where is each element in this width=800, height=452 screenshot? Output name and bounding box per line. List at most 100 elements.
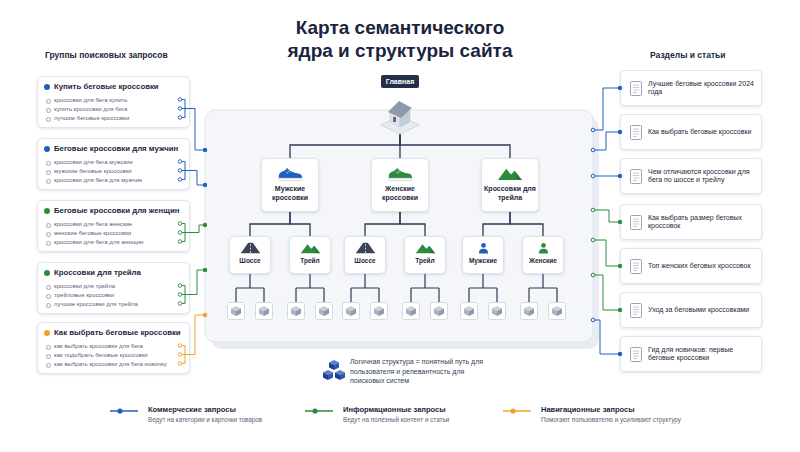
leader-dot xyxy=(178,222,182,226)
leader-dot xyxy=(178,107,182,111)
doc-sheet xyxy=(631,170,642,184)
query-group-card: Беговые кроссовки для мужчин кроссовки дл… xyxy=(37,138,190,190)
leaf-page xyxy=(343,303,360,320)
structure-icon xyxy=(323,360,345,380)
mountain-shade xyxy=(429,246,435,254)
doc-sheet xyxy=(631,82,642,96)
doc-sheet xyxy=(631,348,642,362)
leader-dot xyxy=(178,169,182,173)
mountain-icon xyxy=(415,242,436,254)
leaf-page xyxy=(431,303,448,320)
legend-text: Навигационные запросы xyxy=(541,405,635,415)
leader-dot xyxy=(178,344,182,348)
leaf-page xyxy=(256,303,273,320)
road-marking xyxy=(250,244,251,253)
leaf-page xyxy=(461,303,478,320)
search-query: кроссовки для бега женские xyxy=(54,220,173,229)
leaf-wire xyxy=(351,274,379,302)
person-head xyxy=(541,243,546,248)
person-icon xyxy=(537,242,550,254)
person-icon xyxy=(477,242,490,254)
leaf-page xyxy=(549,303,566,320)
leaf-wires xyxy=(236,274,557,302)
tree-connector xyxy=(400,132,510,158)
search-query: кроссовки для бега для мужчин xyxy=(54,176,173,185)
doc-lines xyxy=(633,307,639,315)
tree-connector xyxy=(400,212,425,236)
doc-lines xyxy=(633,173,639,181)
search-query: кроссовки для бега для женщин xyxy=(54,238,173,247)
query-group-card: Как выбрать беговые кроссовкикак выбрать… xyxy=(37,322,190,374)
diagram-title: Карта семантического ядра и структуры са… xyxy=(272,16,528,62)
tree-connector xyxy=(290,212,310,236)
leader-dot xyxy=(618,352,622,356)
group-dot xyxy=(44,84,50,90)
leader-dot xyxy=(618,174,622,178)
leader-line xyxy=(182,224,205,242)
structure-note: Логичная структура = понятный путь для п… xyxy=(350,357,490,386)
category-box: Женские кроссовки xyxy=(371,158,429,212)
leader-dot xyxy=(591,273,595,277)
doc-icon xyxy=(630,169,642,184)
article-card: Чем отличаются кроссовки для бега по шос… xyxy=(620,158,762,194)
doc-icon xyxy=(630,259,642,274)
subcategory-box: Трейл xyxy=(289,236,331,274)
legend-dot xyxy=(117,408,122,413)
shoe-icon xyxy=(277,166,303,181)
cube-icon xyxy=(323,370,333,380)
leaf-page xyxy=(521,303,538,320)
leader-line xyxy=(593,210,620,222)
group-dot xyxy=(44,208,50,214)
leader-line xyxy=(593,240,620,266)
legend-text: Коммерческие запросы xyxy=(148,405,236,415)
legend-text: Информационные запросы xyxy=(343,405,446,415)
legend-swatch xyxy=(305,406,335,416)
category-name: Кроссовки для трейла xyxy=(482,185,538,202)
article-dots xyxy=(591,86,622,356)
legend-dot xyxy=(510,408,515,413)
legend-entry: Информационные запросы xyxy=(305,405,446,415)
shoe-icon xyxy=(387,166,413,181)
leader-dot xyxy=(203,268,207,272)
doc-icon xyxy=(630,215,642,230)
group-heading: Как выбрать беговые кроссовки xyxy=(54,328,173,338)
tree-connector xyxy=(483,212,510,236)
leader-dot xyxy=(618,220,622,224)
category-name: Женские кроссовки xyxy=(372,185,428,202)
leaf-wire xyxy=(411,274,439,302)
category-name: Мужские кроссовки xyxy=(262,185,318,202)
leader-dot xyxy=(178,231,182,235)
mountain-shade xyxy=(515,171,522,180)
doc-lines xyxy=(633,219,639,227)
leader-line xyxy=(593,320,620,354)
group-heading: Кроссовки для трейла xyxy=(54,268,173,278)
leader-dot xyxy=(591,318,595,322)
person-head xyxy=(481,243,486,248)
leaf-page xyxy=(228,303,245,320)
shoe-upper xyxy=(389,168,412,178)
structure-panel xyxy=(205,110,593,342)
leaf-page xyxy=(371,303,388,320)
leader-dot xyxy=(591,174,595,178)
article-card: Уход за беговыми кроссовками xyxy=(620,292,762,328)
article-title: Как выбрать размер беговых кроссовок xyxy=(648,214,755,231)
group-heading: Беговые кроссовки для мужчин xyxy=(54,144,173,154)
search-query: как подобрать беговые кроссовки xyxy=(54,351,173,360)
leader-dot xyxy=(178,362,182,366)
tree-connector xyxy=(290,132,400,158)
leaf-wire xyxy=(529,274,557,302)
section-heading: Группы поисковых запросов xyxy=(45,50,195,61)
leaf-pages xyxy=(228,303,566,320)
leader-line xyxy=(593,275,620,310)
legend-entry: Коммерческие запросы xyxy=(110,405,236,415)
subcategory-name: Мужские xyxy=(469,257,497,265)
road-icon xyxy=(355,242,376,254)
leader-dot xyxy=(178,116,182,120)
search-query: лучшие кроссовки для трейла xyxy=(54,300,173,309)
leader-dot xyxy=(203,223,207,227)
subcategory-box: Мужские xyxy=(462,236,504,274)
leader-dot xyxy=(178,284,182,288)
legend-swatch xyxy=(503,406,533,416)
